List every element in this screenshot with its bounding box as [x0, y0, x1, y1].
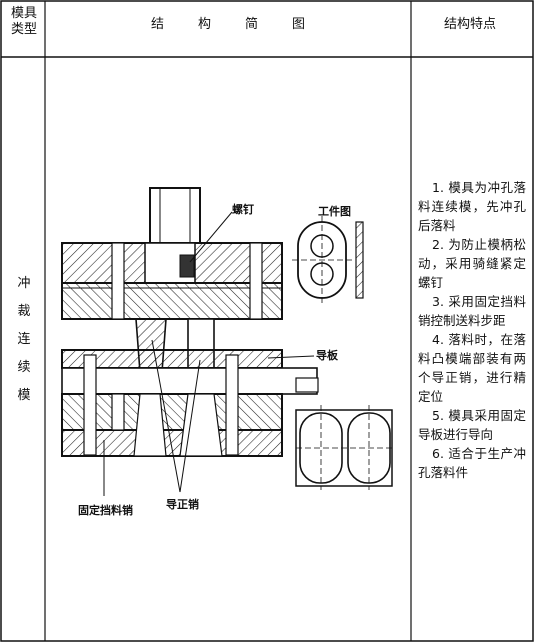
label-pilot-pin: 导正销: [166, 498, 199, 511]
label-fixed-stop-pin: 固定挡料销: [78, 504, 133, 517]
label-guide-plate: 导板: [316, 349, 338, 362]
label-screw: 螺钉: [232, 203, 254, 216]
die-type-text: 冲裁连续模: [17, 276, 31, 403]
feature-item: 4. 落料时，在落料凸模端部装有两个导正销，进行精定位: [418, 332, 526, 404]
die-type-cell: 冲裁连续模: [6, 270, 42, 410]
header-die-type: 模具类型: [10, 6, 37, 37]
header-structure-features: 结构特点: [443, 17, 496, 32]
label-workpiece: 工件图: [318, 205, 351, 218]
feature-item: 5. 模具采用固定导板进行导向: [418, 408, 526, 442]
material-strip: [61, 367, 318, 395]
feature-item: 1. 模具为冲孔落料连续模，先冲孔后落料: [418, 180, 526, 233]
strip-layout: [295, 405, 393, 490]
die-shank: [149, 187, 201, 244]
header-structure-sketch: 结构简图: [150, 17, 339, 32]
feature-item: 3. 采用固定挡料销控制送料步距: [418, 294, 526, 328]
lower-die-seat: [61, 429, 283, 457]
punch-fixing-plate: [61, 282, 283, 320]
feature-item: 6. 适合于生产冲孔落料件: [418, 446, 526, 480]
feature-item: 2. 为防止模柄松动，采用骑缝紧定螺钉: [418, 237, 526, 290]
workpiece-figure: [292, 216, 364, 304]
